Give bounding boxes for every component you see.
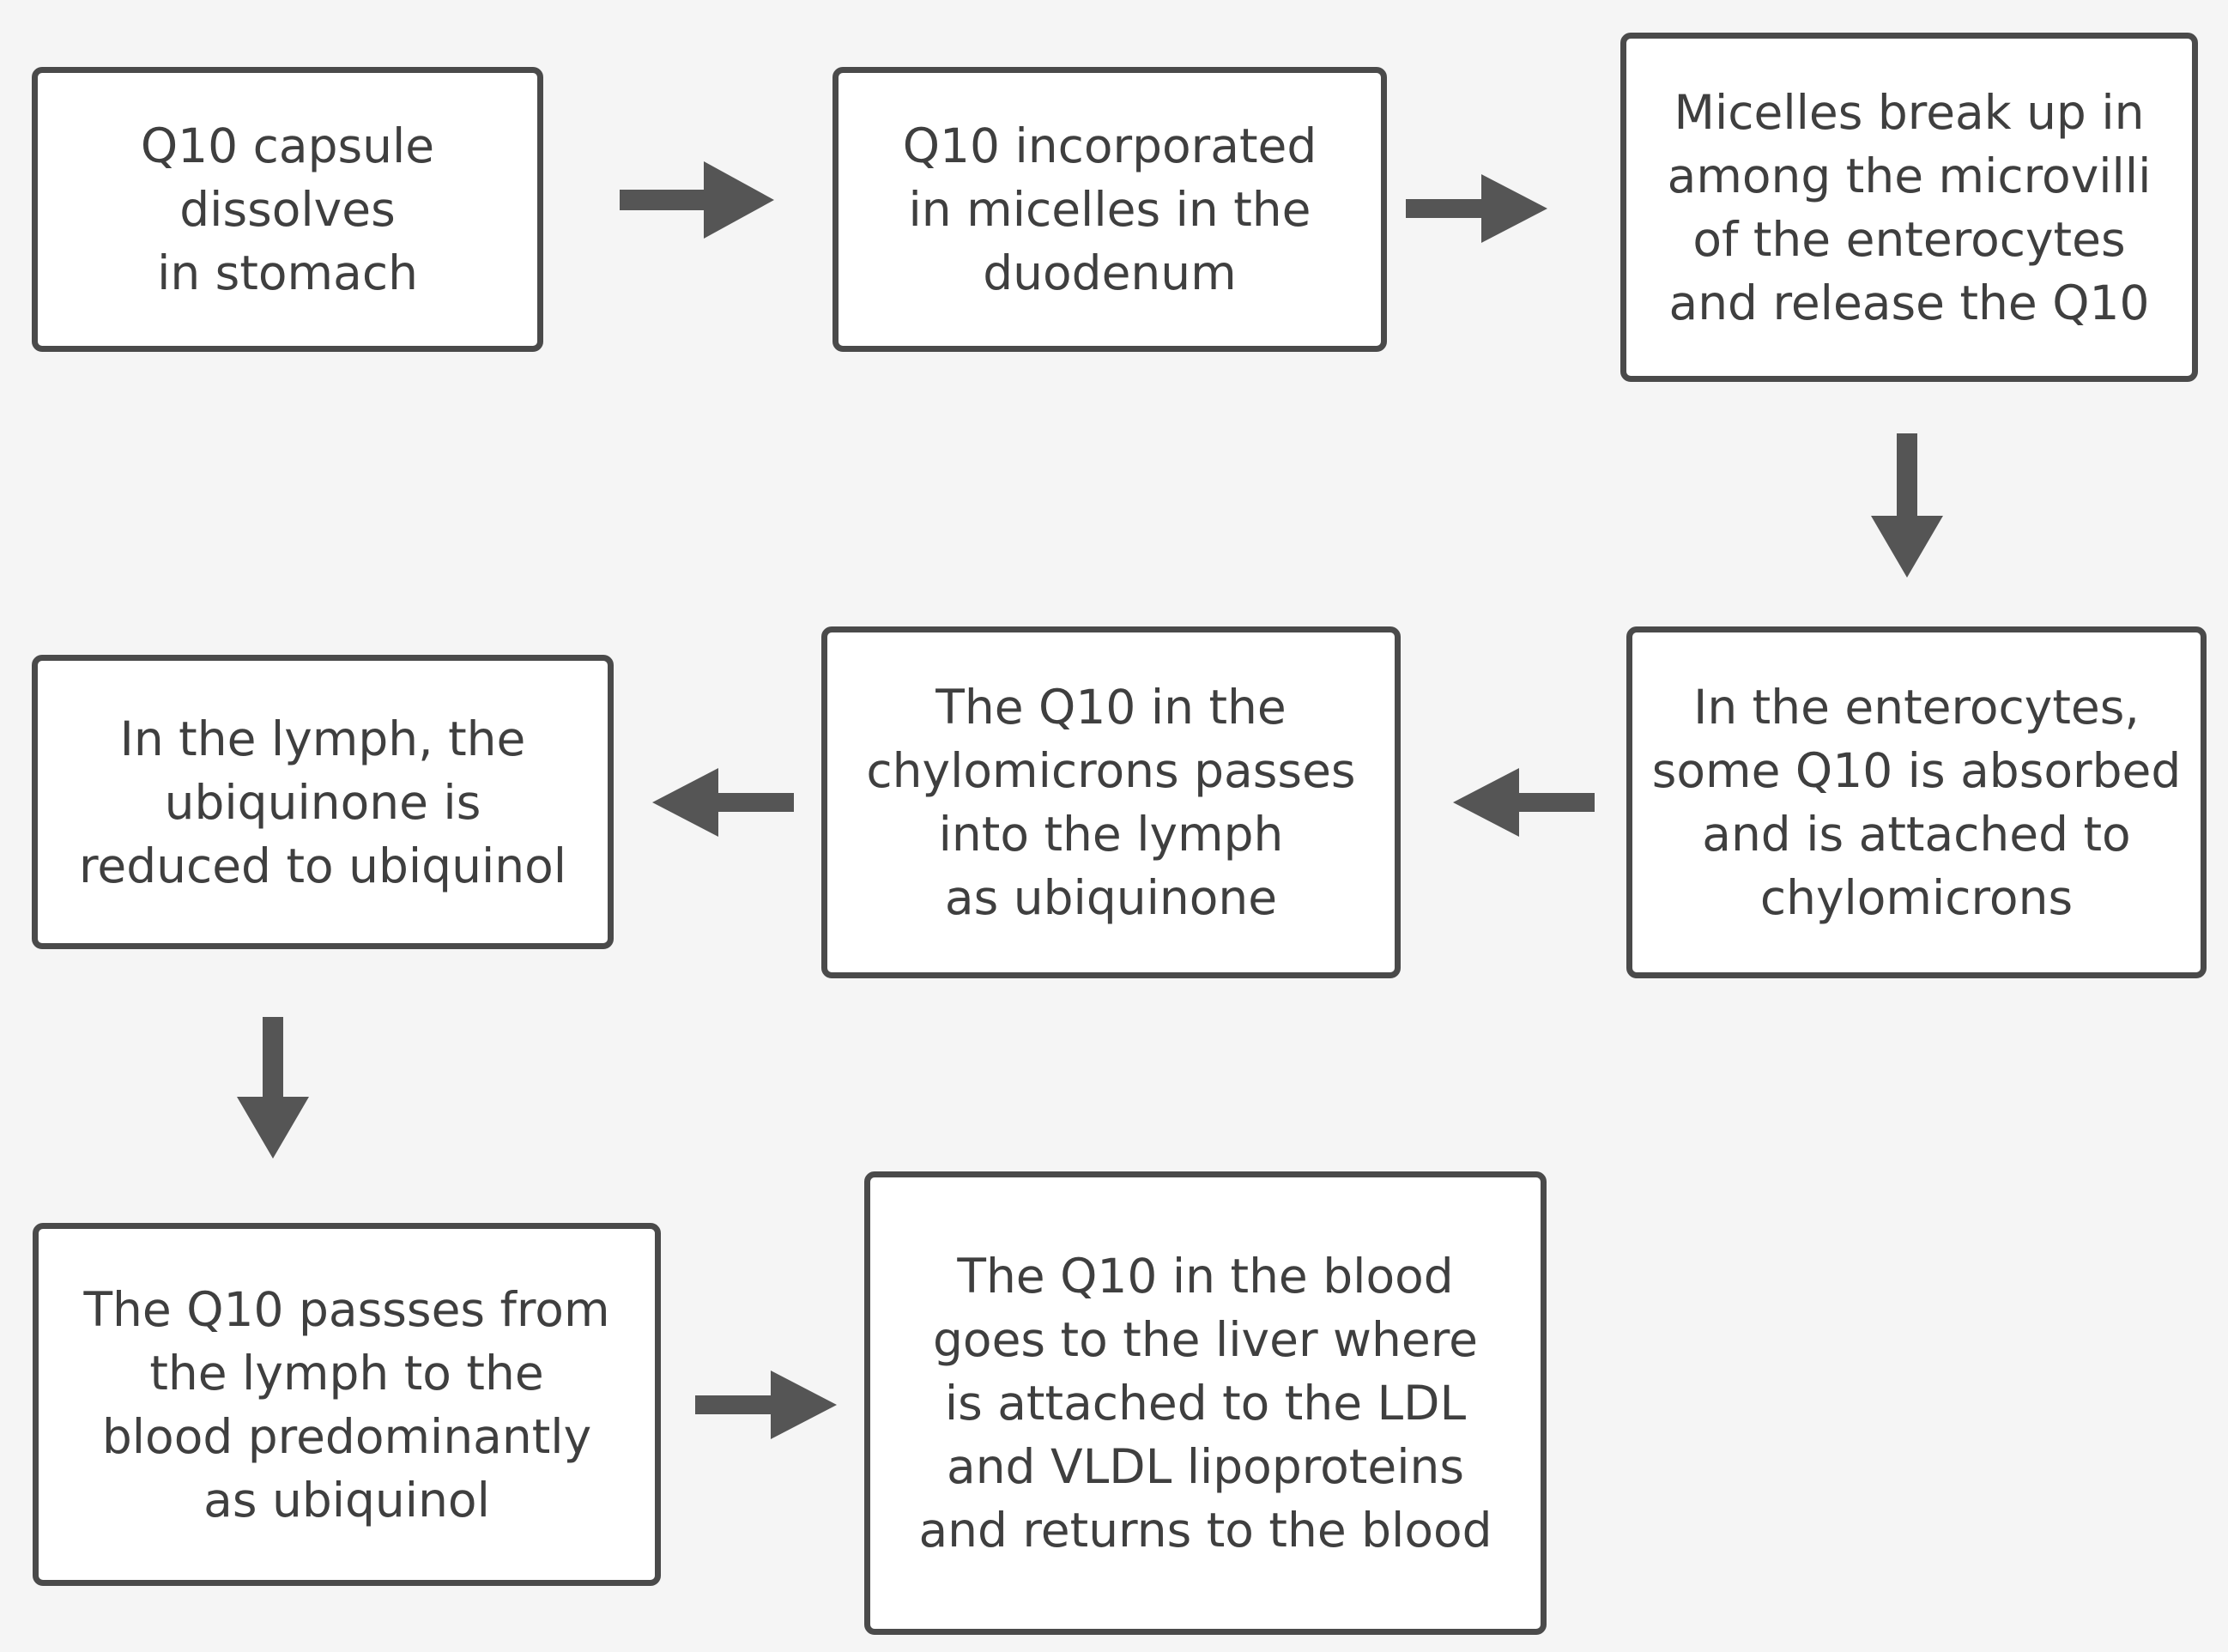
- step-7-line: the lymph to the: [149, 1345, 544, 1401]
- step-7-line: blood predominantly: [101, 1408, 592, 1464]
- step-8-line: goes to the liver where: [933, 1312, 1478, 1367]
- step-1-box: Q10 capsule dissolves in stomach: [32, 67, 543, 352]
- step-5-line: The Q10 in the: [935, 680, 1287, 735]
- step-8-line: is attached to the LDL: [944, 1376, 1467, 1431]
- step-7-line: as ubiquinol: [203, 1472, 490, 1528]
- step-1-text: Q10 capsule dissolves in stomach: [141, 114, 434, 305]
- step-5-line: chylomicrons passes: [866, 743, 1356, 798]
- step-8-text: The Q10 in the blood goes to the liver w…: [918, 1244, 1492, 1562]
- step-4-line: chylomicrons: [1759, 870, 2074, 925]
- step-4-box: In the enterocytes, some Q10 is absorbed…: [1626, 626, 2207, 978]
- step-3-line: Micelles break up in: [1674, 84, 2145, 140]
- step-3-text: Micelles break up in among the microvill…: [1668, 81, 2152, 335]
- step-6-line: reduced to ubiquinol: [78, 838, 567, 893]
- step-8-line: The Q10 in the blood: [957, 1249, 1454, 1304]
- step-4-line: some Q10 is absorbed: [1651, 743, 2182, 798]
- step-8-line: and VLDL lipoproteins: [947, 1439, 1464, 1494]
- step-2-line: duodenum: [983, 245, 1237, 300]
- step-5-line: into the lymph: [938, 807, 1284, 862]
- step-6-line: In the lymph, the: [119, 711, 526, 766]
- step-2-line: Q10 incorporated: [902, 118, 1317, 173]
- step-3-box: Micelles break up in among the microvill…: [1620, 33, 2198, 382]
- step-7-line: The Q10 passses from: [83, 1281, 610, 1337]
- step-3-line: of the enterocytes: [1692, 211, 2126, 267]
- step-3-line: and release the Q10: [1668, 275, 2150, 330]
- step-7-box: The Q10 passses from the lymph to the bl…: [33, 1223, 661, 1586]
- step-2-text: Q10 incorporated in micelles in the duod…: [903, 114, 1317, 305]
- step-5-box: The Q10 in the chylomicrons passes into …: [821, 626, 1401, 978]
- step-8-line: and returns to the blood: [918, 1503, 1492, 1558]
- step-7-text: The Q10 passses from the lymph to the bl…: [83, 1278, 609, 1532]
- step-5-line: as ubiquinone: [944, 870, 1278, 925]
- step-1-line: in stomach: [157, 245, 418, 300]
- step-2-line: in micelles in the: [908, 182, 1311, 237]
- step-2-box: Q10 incorporated in micelles in the duod…: [832, 67, 1387, 352]
- step-8-box: The Q10 in the blood goes to the liver w…: [864, 1171, 1547, 1635]
- step-4-line: In the enterocytes,: [1693, 680, 2140, 735]
- step-6-box: In the lymph, the ubiquinone is reduced …: [32, 655, 614, 949]
- step-5-text: The Q10 in the chylomicrons passes into …: [866, 675, 1355, 929]
- step-6-line: ubiquinone is: [164, 774, 481, 830]
- step-1-line: Q10 capsule: [140, 118, 435, 173]
- step-6-text: In the lymph, the ubiquinone is reduced …: [79, 707, 566, 898]
- step-4-line: and is attached to: [1702, 807, 2131, 862]
- step-4-text: In the enterocytes, some Q10 is absorbed…: [1652, 675, 2182, 929]
- step-1-line: dissolves: [179, 182, 396, 237]
- step-3-line: among the microvilli: [1667, 148, 2152, 203]
